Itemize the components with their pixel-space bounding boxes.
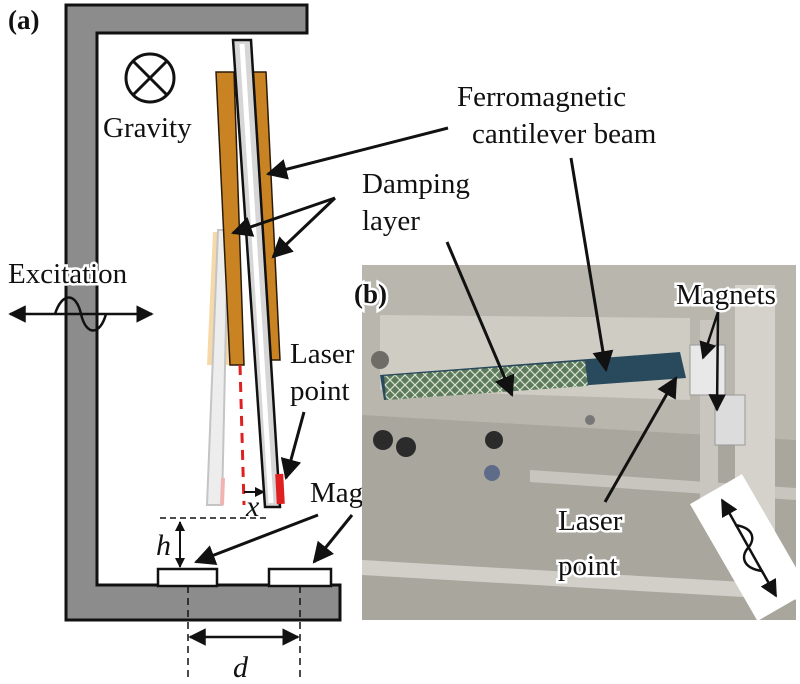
beam-callout-arrow <box>265 126 449 180</box>
damping-label-line1: Damping <box>362 168 470 200</box>
laser-label-line2: point <box>290 375 350 407</box>
photo-damping-tape <box>384 361 588 400</box>
beam-centerline <box>239 43 274 504</box>
laser-label-b-line2: point <box>558 550 618 582</box>
laser-label-line1: Laser <box>290 338 355 370</box>
photo-bolt <box>373 430 393 450</box>
magnets-callout-arrow-2 <box>312 514 354 564</box>
damping-callout-arrow-2 <box>271 196 337 259</box>
photo-bolt <box>485 431 503 449</box>
gravity-label: Gravity <box>103 112 192 144</box>
photo-magnet-block-2 <box>714 394 746 446</box>
photo-bolt <box>396 437 416 457</box>
photo-bolt <box>371 351 389 369</box>
magnets-label-b: Magnets <box>676 279 776 311</box>
magnets-callout-arrow-1 <box>194 513 319 566</box>
photo-bolt <box>484 465 500 481</box>
magnet-right <box>267 567 333 588</box>
panel-b: (b) Magnets Laser point <box>352 157 800 622</box>
x-label: x <box>245 490 260 523</box>
panel-a-tag: (a) <box>8 5 39 35</box>
photo-magnets-arrow-1 <box>699 311 720 360</box>
photo-magnets-arrow-2 <box>708 311 726 412</box>
support-frame <box>64 3 342 622</box>
beam-label-line2: cantilever beam <box>472 118 657 150</box>
photo-laser-arrow <box>603 376 678 503</box>
excitation-arrow-icon <box>8 296 154 332</box>
photo-magnet-block <box>689 344 726 396</box>
damping-label-line2: layer <box>362 205 420 237</box>
damping-layer-left <box>215 71 245 366</box>
laser-point-marker <box>275 473 285 505</box>
laser-label-b-line1: Laser <box>558 505 623 537</box>
laser-callout-arrow <box>280 411 306 481</box>
photo-excitation-arrow-icon <box>720 498 778 598</box>
gravity-into-page-icon <box>124 52 176 104</box>
excitation-label: Excitation <box>8 258 128 290</box>
h-label: h <box>156 529 171 562</box>
rest-position-dashed-line <box>238 364 246 506</box>
panel-b-tag: (b) <box>354 279 387 309</box>
photo-bolt <box>585 415 595 425</box>
magnet-left <box>156 567 219 588</box>
photo-beam-arrow <box>569 157 614 373</box>
beam-label-line1: Ferromagnetic <box>457 81 626 113</box>
d-label: d <box>233 651 249 684</box>
photo-rail-front <box>362 560 796 600</box>
laser-point-ghost <box>220 477 225 506</box>
damping-callout-arrow-1 <box>231 196 336 237</box>
panel-a: Gravity Excitation x h <box>6 3 657 684</box>
photo-damping-arrow <box>445 241 515 397</box>
